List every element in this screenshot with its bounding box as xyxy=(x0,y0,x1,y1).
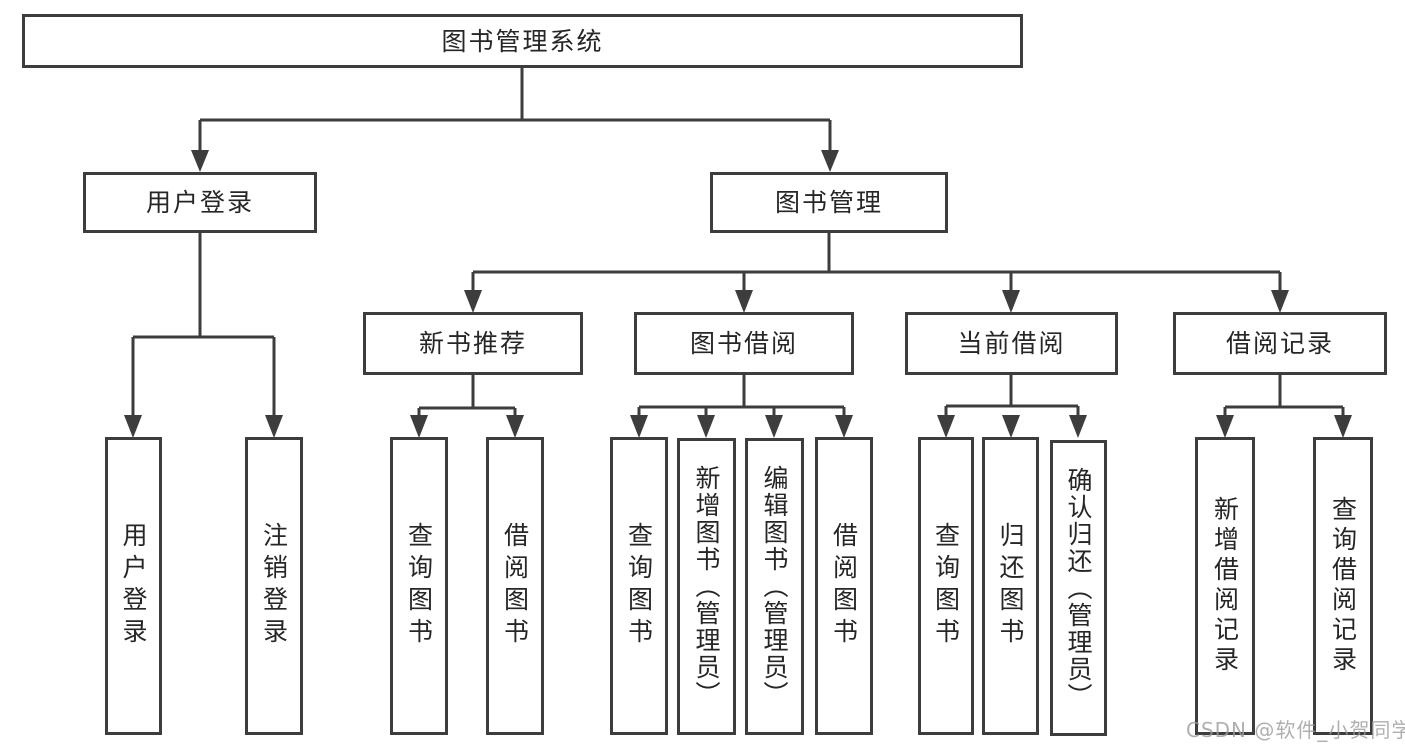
arrow-down-icons xyxy=(124,150,1352,438)
leaf-user-login: 用户登录 xyxy=(105,437,162,735)
node-book-borrow: 图书借阅 xyxy=(634,312,854,375)
node-new-book-recommend-label: 新书推荐 xyxy=(418,329,527,358)
leaf-borrow-books-label: 借阅图书 xyxy=(829,522,859,650)
node-current-borrow: 当前借阅 xyxy=(905,312,1118,375)
leaf-add-borrow-record: 新增借阅记录 xyxy=(1195,437,1255,735)
leaf-borrow-books: 借阅图书 xyxy=(815,437,873,735)
leaf-query-books-current: 查询图书 xyxy=(918,437,974,735)
node-book-borrow-label: 图书借阅 xyxy=(689,329,798,358)
connector-user-login xyxy=(131,233,276,420)
node-library-management-system: 图书管理系统 xyxy=(22,14,1023,68)
node-current-borrow-label: 当前借阅 xyxy=(957,329,1066,358)
leaf-borrow-books-recommend: 借阅图书 xyxy=(486,437,544,735)
leaf-logout-label: 注销登录 xyxy=(259,522,289,650)
leaf-logout: 注销登录 xyxy=(245,437,303,735)
leaf-query-borrow-record: 查询借阅记录 xyxy=(1313,437,1373,735)
node-borrow-records-label: 借阅记录 xyxy=(1225,329,1334,358)
leaf-user-login-label: 用户登录 xyxy=(119,522,148,650)
leaf-add-book-admin: 新增图书（管理员） xyxy=(677,438,736,735)
leaf-confirm-return-admin-label: 确认归还（管理员） xyxy=(1064,466,1093,710)
leaf-query-books-recommend-label: 查询图书 xyxy=(404,522,434,650)
node-book-management: 图书管理 xyxy=(710,172,948,233)
leaf-edit-book-admin-label: 编辑图书（管理员） xyxy=(760,465,789,708)
leaf-return-books-label: 归还图书 xyxy=(996,522,1025,650)
node-user-login-label: 用户登录 xyxy=(145,188,254,217)
leaf-add-borrow-record-label: 新增借阅记录 xyxy=(1210,496,1240,676)
connector-book-borrow xyxy=(637,375,846,420)
node-new-book-recommend: 新书推荐 xyxy=(363,312,583,375)
leaf-borrow-books-recommend-label: 借阅图书 xyxy=(500,522,530,650)
connector-book-management xyxy=(471,233,1282,295)
csdn-watermark: CSDN @软件_小贺同学 xyxy=(1186,718,1405,742)
leaf-confirm-return-admin: 确认归还（管理员） xyxy=(1050,440,1107,736)
connector-level1 xyxy=(198,68,832,155)
connector-current-borrow xyxy=(944,375,1080,420)
node-user-login: 用户登录 xyxy=(83,172,317,233)
leaf-return-books: 归还图书 xyxy=(982,437,1039,735)
connector-new-book xyxy=(417,375,517,420)
leaf-query-books-borrow: 查询图书 xyxy=(610,437,668,735)
node-borrow-records: 借阅记录 xyxy=(1173,312,1387,375)
leaf-query-books-borrow-label: 查询图书 xyxy=(624,522,654,650)
node-library-management-system-label: 图书管理系统 xyxy=(441,26,604,56)
leaf-query-books-recommend: 查询图书 xyxy=(390,437,448,735)
leaf-edit-book-admin: 编辑图书（管理员） xyxy=(745,438,804,735)
connector-borrow-records xyxy=(1223,375,1345,420)
leaf-add-book-admin-label: 新增图书（管理员） xyxy=(692,465,721,708)
node-book-management-label: 图书管理 xyxy=(774,188,883,217)
leaf-query-books-current-label: 查询图书 xyxy=(931,522,961,650)
leaf-query-borrow-record-label: 查询借阅记录 xyxy=(1328,496,1358,676)
